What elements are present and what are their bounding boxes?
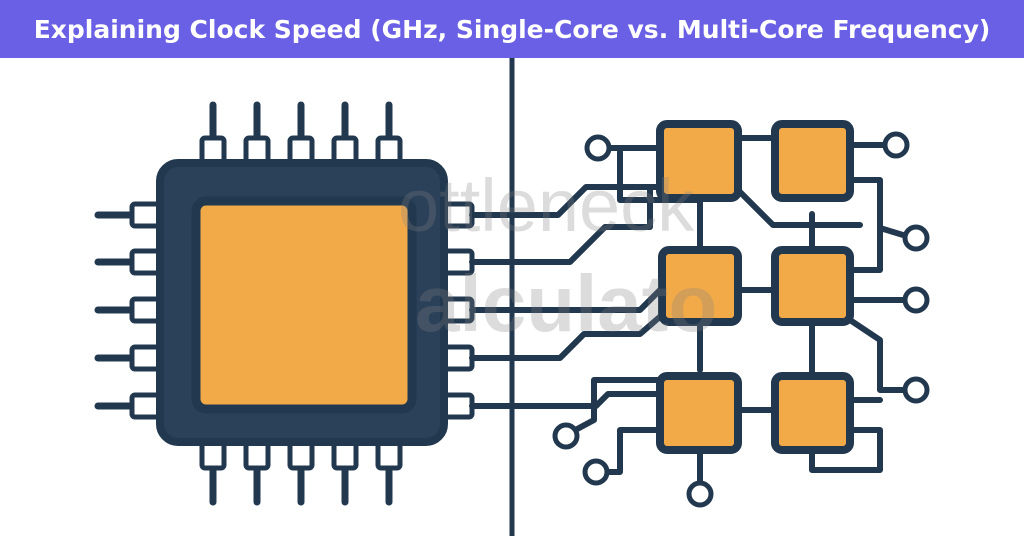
single-core-cpu-icon [94,101,475,506]
multi-core-circuit-icon [469,120,930,508]
title-banner: Explaining Clock Speed (GHz, Single-Core… [0,0,1024,58]
cpu-illustration [94,58,930,536]
page-title: Explaining Clock Speed (GHz, Single-Core… [33,14,991,44]
